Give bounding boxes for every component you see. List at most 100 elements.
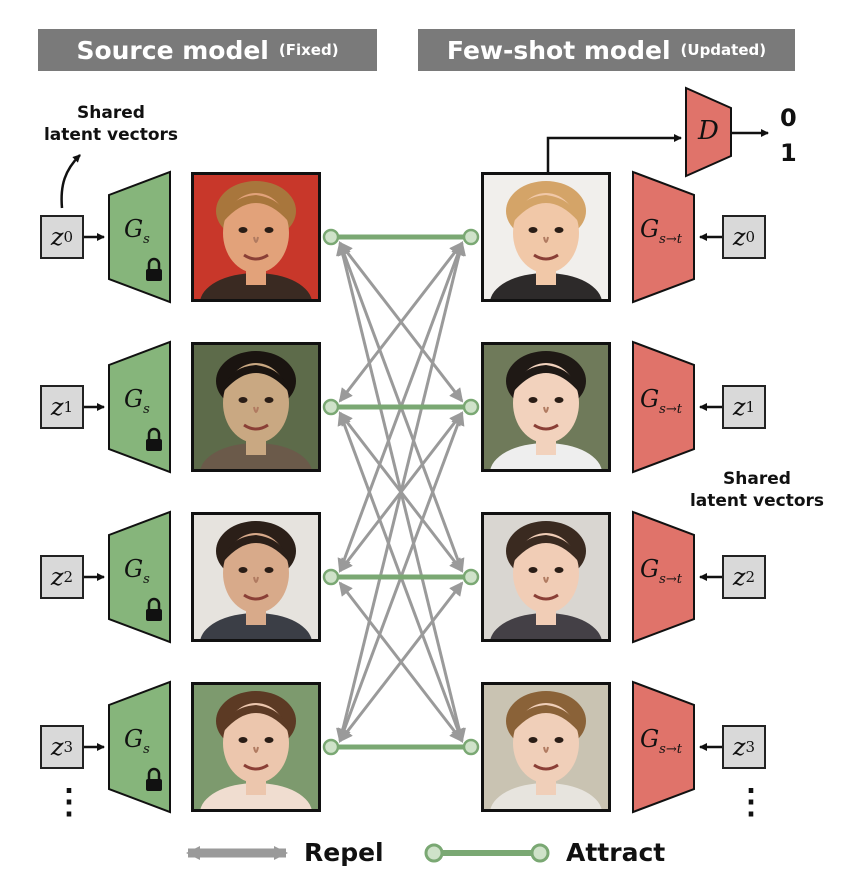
latent-index: 3	[745, 738, 756, 756]
generator-subscript: s→t	[659, 231, 682, 247]
face-image	[194, 685, 318, 809]
shared-latent-note-left: Shared latent vectors	[36, 102, 186, 146]
generator-subscript: s→t	[659, 571, 682, 587]
source-model-note: (Fixed)	[278, 41, 339, 59]
latent-symbol: z	[50, 223, 64, 251]
face-image	[484, 685, 608, 809]
attract-dot-target	[462, 568, 480, 586]
target-generator-label: Gs→t	[640, 725, 682, 757]
attract-dot-target	[462, 738, 480, 756]
latent-index: 2	[745, 568, 756, 586]
generator-subscript: s	[143, 231, 150, 247]
generator-subscript: s	[143, 401, 150, 417]
discriminator-input-arrow	[546, 134, 682, 172]
latent-symbol: z	[50, 563, 64, 591]
attract-dot-source	[322, 568, 340, 586]
target-face-image-2	[481, 512, 611, 642]
face-image	[194, 175, 318, 299]
target-generator-shape	[632, 170, 695, 304]
ellipsis-right: ⋮	[734, 783, 768, 821]
latent-index: 3	[63, 738, 74, 756]
generator-subscript: s	[143, 741, 150, 757]
few-shot-model-header: Few-shot model (Updated)	[418, 29, 795, 71]
face-image	[194, 345, 318, 469]
legend-attract-dot-right	[530, 843, 550, 863]
shared-note-line1: Shared	[77, 103, 145, 123]
ellipsis-left: ⋮	[52, 783, 86, 821]
shared-note-line2: latent vectors	[689, 491, 825, 511]
latent-index: 0	[63, 228, 74, 246]
generator-symbol: G	[124, 555, 144, 583]
target-generator-shape	[632, 680, 695, 814]
legend-attract-label: Attract	[566, 838, 666, 867]
latent-index: 1	[745, 398, 756, 416]
few-shot-model-title: Few-shot model	[446, 35, 671, 65]
target-face-image-1	[481, 342, 611, 472]
shared-note-arrow	[60, 154, 81, 209]
latent-symbol: z	[732, 733, 746, 761]
discriminator-output-1: 1	[780, 139, 797, 167]
generator-symbol: G	[124, 725, 144, 753]
latent-symbol: z	[732, 393, 746, 421]
discriminator-shape	[685, 86, 732, 178]
latent-index: 0	[745, 228, 756, 246]
lock-icon	[146, 427, 162, 451]
source-face-image-3	[191, 682, 321, 812]
latent-index: 1	[63, 398, 74, 416]
discriminator-label: D	[698, 116, 719, 146]
discriminator-output-0: 0	[780, 104, 797, 132]
latent-symbol: z	[50, 393, 64, 421]
generator-symbol: G	[640, 215, 660, 243]
latent-symbol: z	[732, 223, 746, 251]
target-face-image-0	[481, 172, 611, 302]
legend-attract-dot-left	[424, 843, 444, 863]
target-generator-label: Gs→t	[640, 215, 682, 247]
target-generator-shape	[632, 510, 695, 644]
source-generators	[108, 170, 171, 814]
target-generator-label: Gs→t	[640, 555, 682, 587]
source-generator-label: Gs	[124, 555, 150, 587]
source-model-header: Source model (Fixed)	[38, 29, 377, 71]
target-generator-label: Gs→t	[640, 385, 682, 417]
generator-subscript: s	[143, 571, 150, 587]
attract-dot-source	[322, 228, 340, 246]
generator-subscript: s→t	[659, 741, 682, 757]
attract-dot-target	[462, 228, 480, 246]
lock-icon	[146, 597, 162, 621]
repel-arrows	[336, 241, 466, 743]
attract-lines	[322, 228, 480, 756]
latent-symbol: z	[732, 563, 746, 591]
shared-latent-note-right: Shared latent vectors	[682, 468, 832, 512]
generator-symbol: G	[640, 385, 660, 413]
source-face-image-0	[191, 172, 321, 302]
generator-symbol: G	[124, 215, 144, 243]
target-generator-shape	[632, 340, 695, 474]
lock-icon	[146, 767, 162, 791]
latent-index: 2	[63, 568, 74, 586]
generator-symbol: G	[640, 555, 660, 583]
latent-arrows	[84, 233, 722, 751]
generator-subscript: s→t	[659, 401, 682, 417]
shared-note-line1: Shared	[723, 469, 791, 489]
source-generator-label: Gs	[124, 385, 150, 417]
face-image	[484, 345, 608, 469]
target-generators	[632, 170, 695, 814]
face-image	[484, 175, 608, 299]
attract-dot-source	[322, 738, 340, 756]
few-shot-model-note: (Updated)	[680, 41, 767, 59]
face-image	[194, 515, 318, 639]
latent-symbol: z	[50, 733, 64, 761]
generator-symbol: G	[640, 725, 660, 753]
generator-symbol: G	[124, 385, 144, 413]
repel-arrow	[338, 581, 464, 743]
source-generator-label: Gs	[124, 215, 150, 247]
shared-note-line2: latent vectors	[43, 125, 179, 145]
